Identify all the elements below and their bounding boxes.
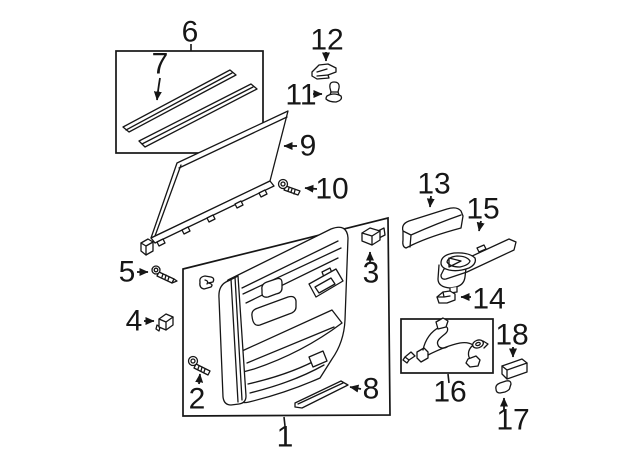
leader-arrow-15: [476, 220, 485, 232]
callout-8[interactable]: 8: [363, 373, 380, 406]
part-16-wire-harness-box: [400, 317, 494, 374]
callout-4[interactable]: 4: [126, 305, 143, 338]
callout-14[interactable]: 14: [472, 283, 505, 316]
callout-13[interactable]: 13: [417, 168, 450, 201]
callout-16[interactable]: 16: [433, 376, 466, 409]
leader-arrow-2: [195, 373, 204, 385]
part-9-window-shade: [140, 110, 289, 256]
part-8-trim-strip: [294, 380, 349, 409]
leader-line-1: [283, 416, 286, 427]
part-3-clip: [361, 227, 386, 246]
part-18-lamp-housing: [501, 358, 528, 380]
callout-17[interactable]: 17: [496, 404, 529, 437]
callout-15[interactable]: 15: [466, 193, 499, 226]
part-14-clip: [436, 290, 456, 304]
part-7-beltline-molding-strips: [122, 69, 258, 148]
callout-7[interactable]: 7: [152, 48, 169, 81]
part-4-clip: [155, 313, 174, 332]
callout-3[interactable]: 3: [363, 257, 380, 290]
leader-line-16: [447, 373, 450, 384]
part-15-switch-panel: [437, 238, 517, 294]
callout-5[interactable]: 5: [119, 256, 136, 289]
part-12-clip: [311, 63, 337, 80]
leader-arrow-10: [304, 184, 318, 193]
callout-2[interactable]: 2: [189, 383, 206, 416]
wire-harness-art: [402, 317, 489, 368]
part-6-molding-box: [115, 50, 264, 154]
callout-10[interactable]: 10: [315, 173, 348, 206]
leader-arrow-13: [426, 195, 435, 208]
callout-18[interactable]: 18: [495, 319, 528, 352]
callout-1[interactable]: 1: [277, 421, 294, 454]
callout-9[interactable]: 9: [300, 130, 317, 163]
part-13-armrest-pad: [401, 207, 464, 249]
part-17-lamp-lens: [495, 380, 512, 394]
callout-12[interactable]: 12: [310, 24, 343, 57]
part-1-door-trim-panel-box: [182, 216, 391, 417]
leader-arrow-7: [153, 77, 162, 101]
leader-arrow-8: [349, 384, 362, 393]
door-trim-panel-art: [218, 226, 349, 406]
part-2-screw: [187, 355, 211, 376]
part-5-screw: [151, 265, 178, 284]
callout-11[interactable]: 11: [285, 79, 316, 112]
part-11-push-pin: [325, 81, 343, 103]
callout-6[interactable]: 6: [182, 16, 199, 49]
part-10-bolt: [277, 178, 301, 196]
